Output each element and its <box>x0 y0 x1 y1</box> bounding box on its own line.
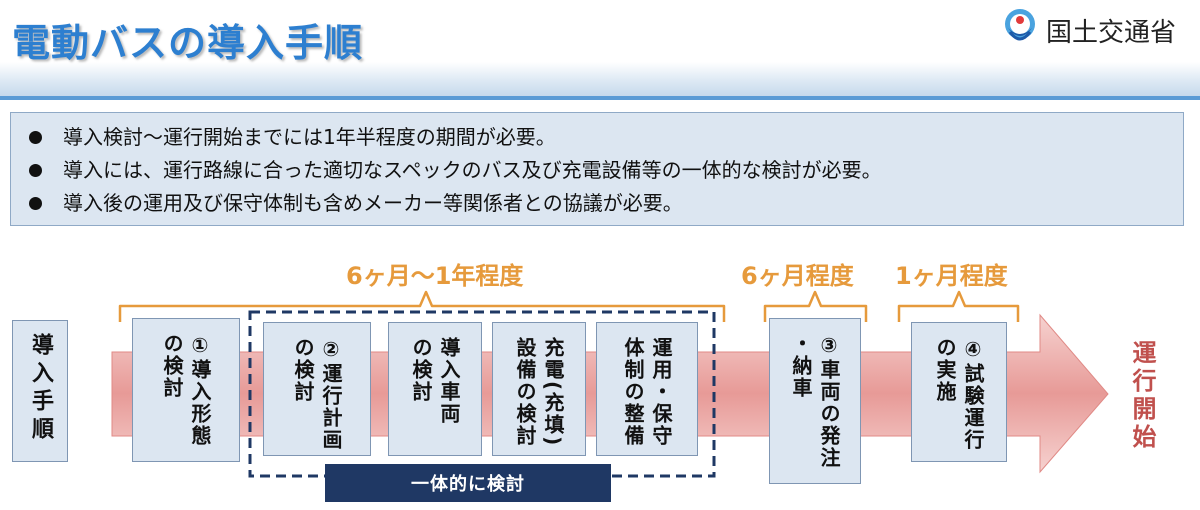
operation-start-label: 運行開始 <box>1128 340 1156 452</box>
integrated-review-label: 一体的に検討 <box>325 464 611 502</box>
summary-text: 導入には、運行路線に合った適切なスペックのバス及び充電設備等の一体的な検討が必要… <box>63 158 882 182</box>
step-box-1: ①導入形態 の検討 <box>132 318 240 462</box>
summary-text: 導入検討～運行開始までには1年半程度の期間が必要。 <box>63 125 556 149</box>
step-box-4: 充電(充填) 設備の検討 <box>492 322 586 456</box>
step-text: の検討 <box>291 337 315 403</box>
step-text: ②運行計画 <box>319 337 343 451</box>
bullet-icon <box>29 131 42 144</box>
phase-label-1: 6ヶ月～1年程度 <box>346 262 524 290</box>
step-text: 導入車両 <box>437 337 461 425</box>
ministry-logo: 国土交通省 <box>1000 4 1200 50</box>
step-text: 運用・保守 <box>649 337 673 447</box>
header: 電動バスの導入手順 国土交通省 <box>0 0 1200 100</box>
step-text: 設備の検討 <box>513 337 537 447</box>
page-title: 電動バスの導入手順 <box>12 21 364 65</box>
integrated-dashed-frame <box>248 310 716 478</box>
step-box-2: ②運行計画 の検討 <box>263 322 371 456</box>
step-box-7: ④試験運行 の実施 <box>911 322 1007 462</box>
step-text: ①導入形態 <box>188 333 212 447</box>
mlit-emblem-icon <box>1005 9 1035 41</box>
step-text: の検討 <box>160 333 184 399</box>
phase-label-2: 6ヶ月程度 <box>741 262 854 290</box>
procedure-label-box: 導入手順 <box>12 320 68 462</box>
bullet-icon <box>29 197 42 210</box>
header-band <box>0 62 1200 96</box>
step-text: の実施 <box>933 337 957 403</box>
ministry-name: 国土交通省 <box>1046 18 1177 48</box>
step-text: ③車両の発注 <box>817 333 841 469</box>
summary-item: 導入には、運行路線に合った適切なスペックのバス及び充電設備等の一体的な検討が必要… <box>27 154 1183 187</box>
step-box-6: ③車両の発注 ・納車 <box>769 318 861 484</box>
step-text: の検討 <box>409 337 433 403</box>
procedure-label: 導入手順 <box>28 333 53 445</box>
header-divider <box>0 96 1200 100</box>
summary-box: 導入検討～運行開始までには1年半程度の期間が必要。 導入には、運行路線に合った適… <box>10 112 1184 226</box>
summary-text: 導入後の運用及び保守体制も含めメーカー等関係者との協議が必要。 <box>63 191 683 215</box>
summary-item: 導入検討～運行開始までには1年半程度の期間が必要。 <box>27 121 1183 154</box>
phase-label-3: 1ヶ月程度 <box>895 262 1008 290</box>
step-box-5: 運用・保守 体制の整備 <box>596 322 698 456</box>
summary-item: 導入後の運用及び保守体制も含めメーカー等関係者との協議が必要。 <box>27 187 1183 220</box>
step-text: 充電(充填) <box>541 337 565 448</box>
step-box-3: 導入車両 の検討 <box>388 322 482 456</box>
step-text: ・納車 <box>789 333 813 399</box>
step-text: ④試験運行 <box>961 337 985 451</box>
step-text: 体制の整備 <box>621 337 645 447</box>
phase-bracket-3 <box>897 290 1020 322</box>
bullet-icon <box>29 164 42 177</box>
phase-bracket-1 <box>118 290 726 322</box>
phase-bracket-2 <box>763 290 868 322</box>
